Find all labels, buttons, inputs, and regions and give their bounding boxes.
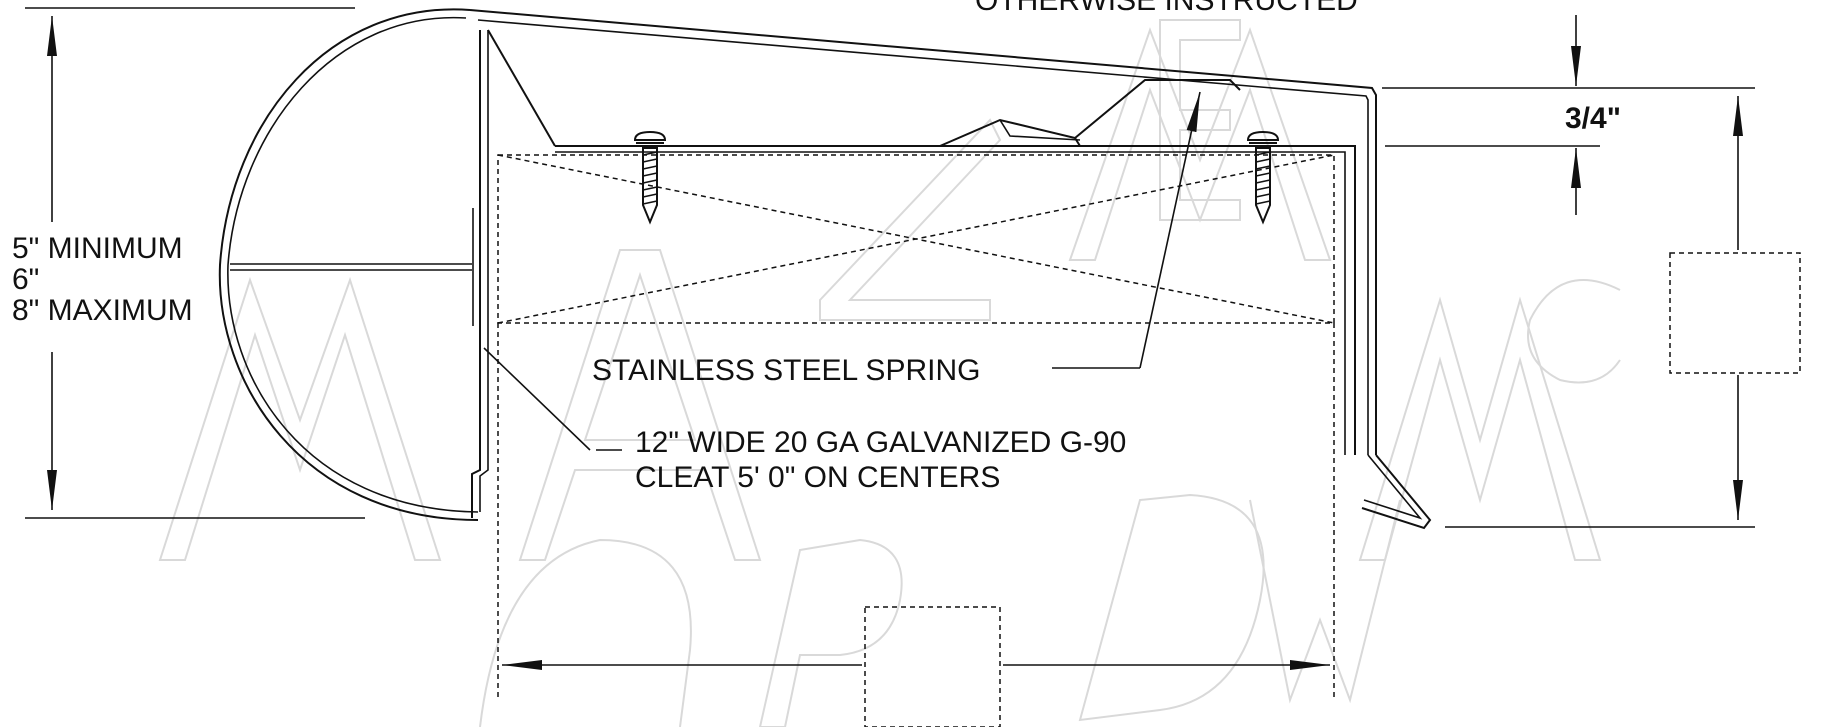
top-note-text: OTHERWISE INSTRUCTED: [975, 0, 1358, 17]
cleat-leader: [483, 347, 622, 451]
stainless-steel-spring: [939, 79, 1241, 147]
offset-dimension: [1385, 15, 1600, 215]
height-dimension: [25, 7, 365, 519]
cleat-label-line1: 12" WIDE 20 GA GALVANIZED G-90: [635, 426, 1126, 459]
right-dimension: [1382, 87, 1801, 528]
offset-dimension-label: 3/4": [1565, 102, 1621, 135]
height-min-label: 5" MINIMUM: [12, 232, 183, 265]
spring-leader: [1052, 91, 1201, 369]
width-dimension: [502, 606, 1330, 727]
watermark: [158, 19, 1621, 727]
fascia-profile: [218, 8, 1432, 530]
height-max-label: 8" MAXIMUM: [12, 294, 193, 327]
height-mid-label: 6": [12, 263, 39, 296]
screw-left: [633, 130, 667, 225]
screw-right: [1246, 130, 1280, 225]
wood-nailer: [497, 154, 1335, 700]
spring-label: STAINLESS STEEL SPRING: [592, 354, 980, 387]
cleat-label-line2: CLEAT 5' 0" ON CENTERS: [635, 461, 1000, 494]
